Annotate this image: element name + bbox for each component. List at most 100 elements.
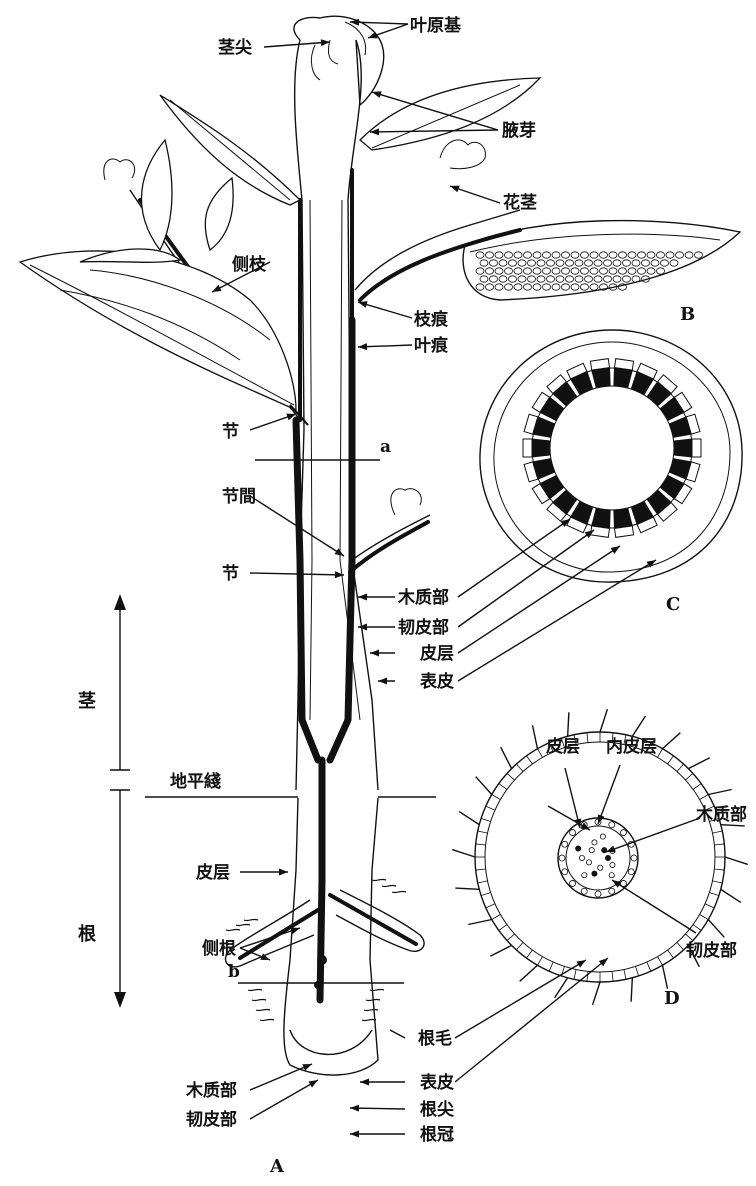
stele-cell bbox=[592, 871, 597, 876]
leaf-cell bbox=[657, 252, 665, 258]
leaf-cell bbox=[486, 284, 494, 290]
bundle-xylem bbox=[592, 368, 612, 388]
root-hair bbox=[600, 709, 607, 732]
epidermal-cell-wall bbox=[668, 950, 674, 958]
leaf-cell bbox=[514, 268, 522, 274]
leaf-cell bbox=[685, 252, 693, 258]
leaf-cell bbox=[590, 284, 598, 290]
arrowhead bbox=[580, 822, 590, 830]
endodermis-cell bbox=[609, 888, 615, 894]
endodermis-cell bbox=[609, 822, 615, 828]
bundle-phloem bbox=[614, 526, 633, 537]
endodermis-cell bbox=[631, 855, 637, 861]
root-hair bbox=[631, 978, 632, 1002]
leaf-cell bbox=[581, 284, 589, 290]
leaf-cell bbox=[619, 252, 627, 258]
epidermal-cell-wall bbox=[714, 844, 724, 845]
leaf-cell bbox=[609, 252, 617, 258]
leaf-cell bbox=[638, 252, 646, 258]
leaf-cell bbox=[524, 252, 532, 258]
root-hair bbox=[452, 850, 475, 857]
root-hair bbox=[708, 789, 731, 794]
arrowhead bbox=[358, 343, 367, 350]
leaf-cell bbox=[594, 260, 602, 266]
root-hair bbox=[520, 965, 538, 981]
leaf-cell bbox=[647, 252, 655, 258]
root-hair bbox=[663, 965, 668, 988]
leaf-cell bbox=[490, 276, 498, 282]
leaf-cell bbox=[556, 260, 564, 266]
leaf-cell bbox=[623, 276, 631, 282]
root-hair-squiggle bbox=[226, 929, 240, 930]
stele-cell bbox=[576, 846, 581, 851]
root-hair bbox=[708, 920, 724, 938]
endodermis-cell bbox=[595, 891, 601, 897]
root-hair bbox=[490, 945, 511, 956]
arrowhead bbox=[302, 1064, 312, 1071]
leaf-cell bbox=[524, 268, 532, 274]
label-node-upper: 节 bbox=[222, 421, 239, 442]
stem-arrow-head bbox=[114, 594, 126, 610]
epidermal-cell-wall bbox=[549, 962, 553, 971]
leaf-cell bbox=[562, 252, 570, 258]
epidermal-cell-wall bbox=[516, 764, 523, 771]
arrowhead bbox=[358, 594, 367, 601]
epidermal-cell-wall bbox=[499, 784, 507, 790]
epidermal-cell-wall bbox=[516, 942, 523, 949]
leaf-cell bbox=[590, 252, 598, 258]
root-hair-squiggle bbox=[260, 1019, 274, 1020]
leaf-cell bbox=[628, 268, 636, 274]
vascular-bundle bbox=[612, 508, 634, 537]
stele-cell bbox=[586, 860, 591, 865]
root-hair-squiggle bbox=[252, 999, 266, 1000]
arrowhead bbox=[350, 1131, 359, 1138]
label-root-axis: 根 bbox=[78, 923, 96, 945]
label-panel-a: A bbox=[269, 1156, 285, 1177]
label-marker-b: b bbox=[228, 962, 240, 982]
leaf-cell bbox=[676, 252, 684, 258]
label-node-lower: 节 bbox=[222, 563, 239, 584]
root-hair-squiggle bbox=[382, 885, 396, 886]
leaf-cell bbox=[499, 276, 507, 282]
label-branch-scar: 枝痕 bbox=[414, 309, 449, 330]
leaf-cell bbox=[533, 252, 541, 258]
leaf-cell bbox=[552, 268, 560, 274]
leaf-cell bbox=[600, 268, 608, 274]
leaf-cell bbox=[528, 276, 536, 282]
root-hair-squiggle bbox=[362, 1019, 376, 1020]
label-xylem-stem: 木质部 bbox=[397, 587, 449, 608]
leaf-cell bbox=[505, 268, 513, 274]
root-hair bbox=[593, 982, 600, 1005]
label-stem-tip: 茎尖 bbox=[218, 37, 253, 58]
label-leaf-primordium: 叶原基 bbox=[410, 15, 462, 36]
lateral-root-left-vas bbox=[240, 910, 318, 958]
leaf-small-left bbox=[141, 140, 171, 250]
epidermal-cell-wall bbox=[658, 749, 663, 758]
endodermis-cell bbox=[562, 841, 568, 847]
root-hair bbox=[663, 733, 681, 749]
arrowhead bbox=[360, 1079, 369, 1086]
label-marker-a: a bbox=[380, 437, 391, 457]
leaf-cell bbox=[480, 260, 488, 266]
leaf-cell bbox=[499, 260, 507, 266]
leaf-cell bbox=[533, 284, 541, 290]
epidermal-cell-wall bbox=[677, 764, 684, 771]
endodermis-cell bbox=[620, 830, 626, 836]
leaf-primordium-left bbox=[311, 40, 338, 80]
epidermal-cell-wall bbox=[587, 971, 588, 981]
leaf-cell bbox=[533, 268, 541, 274]
root-cap bbox=[290, 1030, 372, 1054]
leaf-cell bbox=[666, 252, 674, 258]
epidermal-cell-wall bbox=[658, 957, 663, 966]
panel-c-stem-section bbox=[480, 330, 742, 582]
leaf-cell bbox=[518, 276, 526, 282]
leaf-cell bbox=[562, 284, 570, 290]
leaf-cell bbox=[657, 268, 665, 274]
label-xylem-root: 木质部 bbox=[185, 1080, 237, 1101]
epidermal-cell-wall bbox=[492, 915, 501, 920]
epidermal-cell-wall bbox=[538, 749, 543, 758]
upper-right-branch bbox=[355, 210, 520, 290]
leaf-cell bbox=[495, 284, 503, 290]
bundle-xylem bbox=[532, 439, 550, 457]
